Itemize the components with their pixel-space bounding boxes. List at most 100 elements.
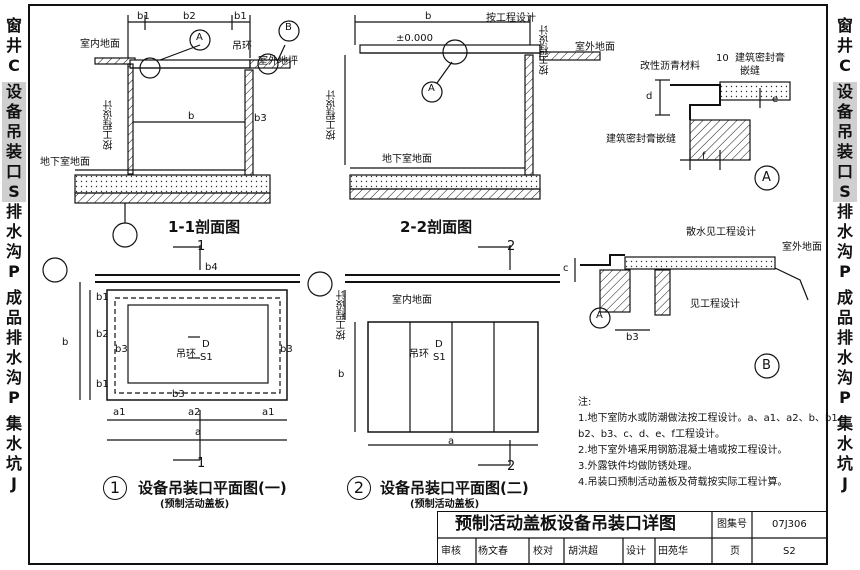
elevation-label: ±0.000 xyxy=(396,33,434,44)
proof-name: 胡洪超 xyxy=(568,546,598,557)
plan1-title: 设备吊装口平面图(一) xyxy=(138,479,287,497)
proof-label: 校对 xyxy=(533,546,553,557)
title-block xyxy=(437,511,828,565)
note-line: 1.地下室防水或防潮做法按工程设计。a、a1、a2、b、b1、 xyxy=(578,413,848,424)
plan2-ref-top: D xyxy=(435,339,443,350)
side-index-char: 成 xyxy=(5,288,22,307)
side-index-char: 水 xyxy=(836,434,853,453)
dim-b1-right: b1 xyxy=(234,11,247,22)
plan1-lifting-ring: 吊环 xyxy=(176,349,196,360)
side-index-char: 成 xyxy=(836,288,853,307)
plan1-b3-bottom: b3 xyxy=(172,389,185,400)
plan1-subtitle: (预制活动盖板) xyxy=(160,499,230,510)
detail-a-d: d xyxy=(646,91,653,102)
plan1-number-circle: 1 xyxy=(103,476,127,500)
side-index-char: C xyxy=(8,56,20,75)
side-index-char: 装 xyxy=(2,142,26,162)
side-index-char: 坑 xyxy=(5,454,22,473)
side-index-char: 水 xyxy=(5,222,22,241)
plan2-a: a xyxy=(448,436,455,447)
note-line: 3.外露铁件均做防锈处理。 xyxy=(578,461,698,472)
indoor-floor-label: 室内地面 xyxy=(80,39,120,50)
side-index-char: C xyxy=(839,56,851,75)
side-index-char: 井 xyxy=(5,36,22,55)
plan1-section-mark-top: 1 xyxy=(197,239,206,254)
side-index-char: 品 xyxy=(836,308,853,327)
note-line: 4.吊装口预制活动盖板及荷载按实际工程计算。 xyxy=(578,477,788,488)
side-index-char: 吊 xyxy=(2,122,26,142)
side-index-char: 沟 xyxy=(5,368,22,387)
callout-a-letter-2: A xyxy=(428,83,435,94)
basement-floor-label-1: 地下室地面 xyxy=(40,157,90,168)
plan2-b: b xyxy=(338,369,345,380)
drawing-frame xyxy=(28,4,828,565)
dim-b-1-1: b xyxy=(188,111,195,122)
plan1-b4: b4 xyxy=(205,262,218,273)
side-index-char: 坑 xyxy=(836,454,853,473)
plan1-b1-top: b1 xyxy=(96,292,109,303)
atlas-label: 图集号 xyxy=(717,519,747,530)
plan1-b3-right: b3 xyxy=(280,344,293,355)
side-index-char: 装 xyxy=(833,142,857,162)
plan1-section-mark-bottom: 1 xyxy=(197,456,206,471)
side-index-char: 集 xyxy=(5,414,22,433)
detail-a-sealant-bottom: 建筑密封膏嵌缝 xyxy=(606,134,676,145)
basement-floor-label-2: 地下室地面 xyxy=(382,154,432,165)
page-label: 页 xyxy=(730,546,740,557)
side-index-char: S xyxy=(2,182,26,202)
section-1-1-title: 1-1剖面图 xyxy=(168,218,241,236)
plan2-lifting-ring: 吊环 xyxy=(409,349,429,360)
plan1-ref-top: D xyxy=(202,339,210,350)
plan1-b: b xyxy=(62,337,69,348)
plan2-ref-bottom: S1 xyxy=(433,352,446,363)
review-label: 审核 xyxy=(441,546,461,557)
side-index-char: 排 xyxy=(5,202,22,221)
note-line: b2、b3、c、d、e、f工程设计。 xyxy=(578,429,725,440)
side-index-char: P xyxy=(839,262,851,281)
side-index-char: 品 xyxy=(5,308,22,327)
plan2-section-mark-top: 2 xyxy=(507,239,516,254)
plan1-b1-bottom: b1 xyxy=(96,379,109,390)
by-project-vertical: 按工程设计 xyxy=(104,100,115,150)
side-index-char: 水 xyxy=(836,348,853,367)
outdoor-ground-label-2: 室外地面 xyxy=(575,42,615,53)
design-label: 设计 xyxy=(626,546,646,557)
detail-b-outdoor: 室外地面 xyxy=(782,242,822,253)
plan2-by-project: 按工程设计 xyxy=(337,290,348,340)
review-name: 杨文春 xyxy=(478,546,508,557)
side-index-char: 井 xyxy=(836,36,853,55)
dim-b2: b2 xyxy=(183,11,196,22)
side-index-char: 吊 xyxy=(833,122,857,142)
plan1-b3-left: b3 xyxy=(115,344,128,355)
side-index-char: 设 xyxy=(833,82,857,102)
plan2-indoor-floor: 室内地面 xyxy=(392,295,432,306)
side-index-char: P xyxy=(8,388,20,407)
side-index-char: 口 xyxy=(833,162,857,182)
side-index-char: 集 xyxy=(836,414,853,433)
callout-b-letter: B xyxy=(285,22,292,33)
page-value: S2 xyxy=(783,546,796,557)
detail-b-c: c xyxy=(563,263,569,274)
detail-b-waterproof: 散水见工程设计 xyxy=(686,227,756,238)
lifting-ring-label: 吊环 xyxy=(232,41,252,52)
side-index-char: 口 xyxy=(2,162,26,182)
note-line: 2.地下室外墙采用钢筋混凝土墙或按工程设计。 xyxy=(578,445,788,456)
detail-b-label: B xyxy=(762,358,771,373)
plan1-b2: b2 xyxy=(96,329,109,340)
side-index-char: 排 xyxy=(836,328,853,347)
plan2-title: 设备吊装口平面图(二) xyxy=(380,479,529,497)
detail-a-sealant-top: 建筑密封膏 xyxy=(735,53,785,64)
side-index-char: 沟 xyxy=(5,242,22,261)
detail-a-f: f xyxy=(702,151,706,162)
side-index-char: 设 xyxy=(2,82,26,102)
by-project-top: 按工程设计 xyxy=(486,13,536,24)
side-index-char: J xyxy=(11,474,17,493)
detail-a-label: A xyxy=(762,170,771,185)
design-name: 田苑华 xyxy=(658,546,688,557)
side-index-char: S xyxy=(833,182,857,202)
detail-b-b3: b3 xyxy=(626,332,639,343)
side-index-char: 水 xyxy=(5,434,22,453)
